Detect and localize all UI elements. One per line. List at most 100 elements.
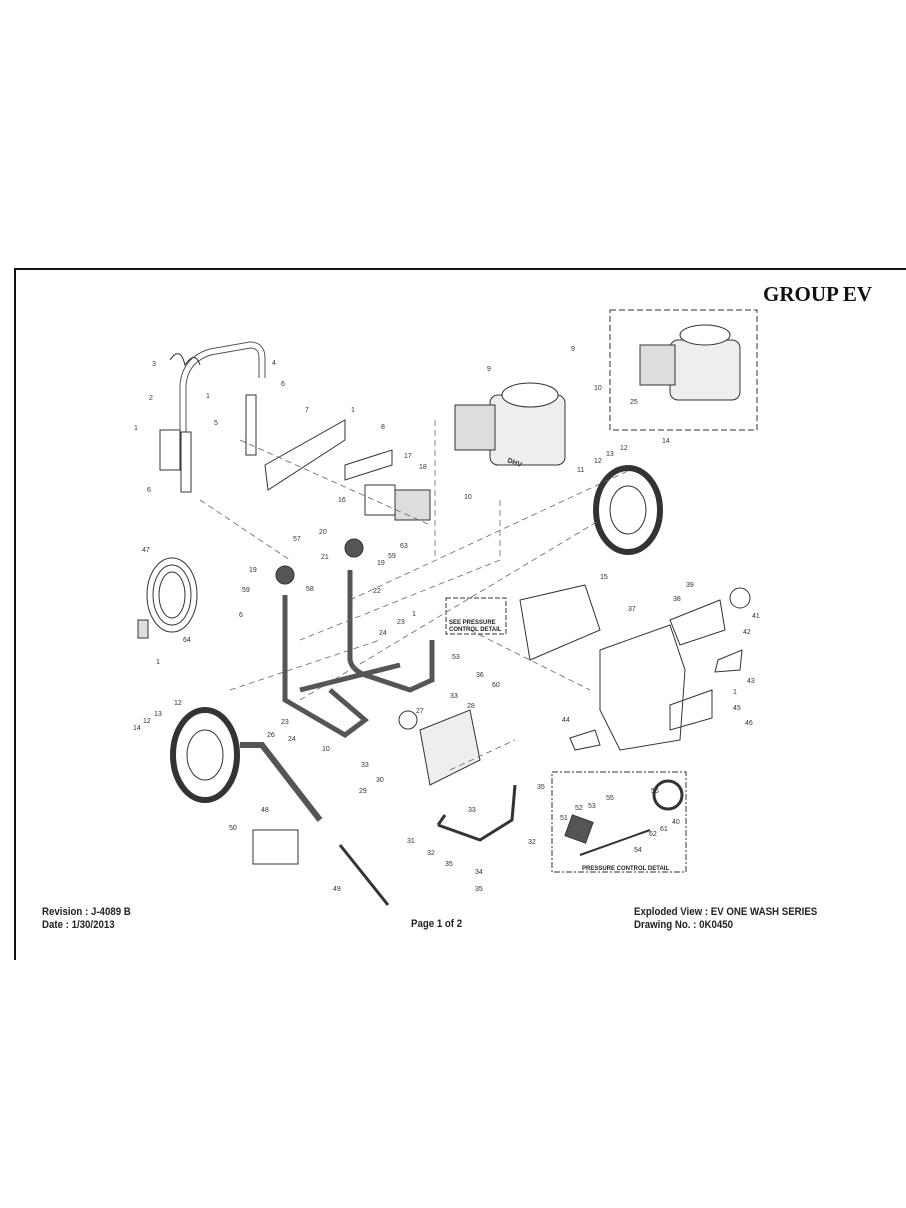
date-text: Date : 1/30/2013: [42, 919, 115, 931]
callout-10: 10: [464, 494, 472, 501]
callout-27: 27: [416, 708, 424, 715]
pressure-plate: [564, 814, 594, 844]
callout-33: 33: [361, 762, 369, 769]
callout-12: 12: [620, 445, 628, 452]
callout-23: 23: [397, 619, 405, 626]
wand: [338, 844, 390, 906]
callout-3: 3: [152, 361, 156, 368]
drawing-number: Drawing No. : 0K0450: [634, 919, 733, 931]
engine-brand-label: DHV: [506, 457, 523, 469]
hose-reel: [137, 557, 198, 639]
callout-32: 32: [528, 839, 536, 846]
see-pressure-line1: SEE PRESSURE: [449, 620, 496, 626]
valve-left: [275, 565, 295, 585]
callout-18: 18: [419, 464, 427, 471]
callout-21: 21: [321, 554, 329, 561]
callout-12: 12: [174, 700, 182, 707]
callout-41: 41: [752, 613, 760, 620]
callout-35: 35: [537, 784, 545, 791]
callout-6: 6: [281, 381, 285, 388]
nozzle-box: [252, 829, 299, 865]
callout-46: 46: [745, 720, 753, 727]
callout-7: 7: [305, 407, 309, 414]
callout-23: 23: [281, 719, 289, 726]
callout-47: 47: [142, 547, 150, 554]
callout-39: 39: [686, 582, 694, 589]
callout-37: 37: [628, 606, 636, 613]
callout-33: 33: [450, 693, 458, 700]
engine-detail-part: [609, 309, 758, 431]
callout-30: 30: [376, 777, 384, 784]
callout-20: 20: [319, 529, 327, 536]
callout-4: 4: [272, 360, 276, 367]
callout-10: 10: [322, 746, 330, 753]
shroud-part: [599, 624, 686, 751]
handle-part-inner: [180, 342, 265, 440]
callout-58: 58: [306, 586, 314, 593]
callout-56: 56: [651, 788, 659, 795]
callout-54: 54: [634, 847, 642, 854]
callout-1: 1: [156, 659, 160, 666]
callout-6: 6: [147, 487, 151, 494]
callout-34: 34: [475, 869, 483, 876]
see-pressure-line2: CONTROL DETAIL: [449, 627, 502, 633]
knob: [729, 587, 751, 609]
callout-49: 49: [333, 886, 341, 893]
callout-35: 35: [445, 861, 453, 868]
wheel-left: [170, 707, 240, 803]
console-panel: [519, 584, 601, 661]
pressure-control-box: [551, 771, 687, 873]
decal-44: [569, 729, 601, 751]
exploded-view-title: Exploded View : EV ONE WASH SERIES: [634, 906, 818, 918]
callout-52: 52: [575, 805, 583, 812]
callout-60: 60: [492, 682, 500, 689]
decal: [344, 449, 393, 481]
callout-19: 19: [377, 560, 385, 567]
callout-29: 29: [359, 788, 367, 795]
callout-9: 9: [487, 366, 491, 373]
valve-right: [344, 538, 364, 558]
engine-part: [454, 382, 566, 466]
callout-40: 40: [672, 819, 680, 826]
callout-38: 38: [673, 596, 681, 603]
callout-12: 12: [594, 458, 602, 465]
handle-clip: [169, 353, 201, 367]
spray-gun: [240, 742, 323, 822]
callout-61: 61: [660, 826, 668, 833]
wheel-right: [593, 465, 663, 555]
callout-5: 5: [214, 420, 218, 427]
callout-62: 62: [649, 831, 657, 838]
callout-33: 33: [468, 807, 476, 814]
frame-part: [282, 570, 435, 738]
handle-tube-right: [245, 394, 257, 456]
callout-55: 55: [606, 795, 614, 802]
callout-16: 16: [338, 497, 346, 504]
callout-2: 2: [149, 395, 153, 402]
callout-24: 24: [379, 630, 387, 637]
callout-28: 28: [467, 703, 475, 710]
callout-42: 42: [743, 629, 751, 636]
callout-24: 24: [288, 736, 296, 743]
pump-part: [364, 484, 431, 521]
callout-32: 32: [427, 850, 435, 857]
callout-48: 48: [261, 807, 269, 814]
callout-43: 43: [747, 678, 755, 685]
callout-14: 14: [662, 438, 670, 445]
callout-13: 13: [154, 711, 162, 718]
pressure-rod: [579, 829, 651, 856]
pressure-knob: [652, 779, 684, 811]
callout-14: 14: [133, 725, 141, 732]
callout-51: 51: [560, 815, 568, 822]
callout-8: 8: [381, 424, 385, 431]
callout-63: 63: [400, 543, 408, 550]
callout-36: 36: [476, 672, 484, 679]
callout-13: 13: [606, 451, 614, 458]
console-bracket: [264, 419, 346, 491]
assembly-lines: [199, 420, 631, 771]
callout-22: 22: [373, 588, 381, 595]
callout-35: 35: [475, 886, 483, 893]
callout-64: 64: [183, 637, 191, 644]
callout-19: 19: [249, 567, 257, 574]
tank-bracket: [436, 784, 517, 842]
callout-31: 31: [407, 838, 415, 845]
